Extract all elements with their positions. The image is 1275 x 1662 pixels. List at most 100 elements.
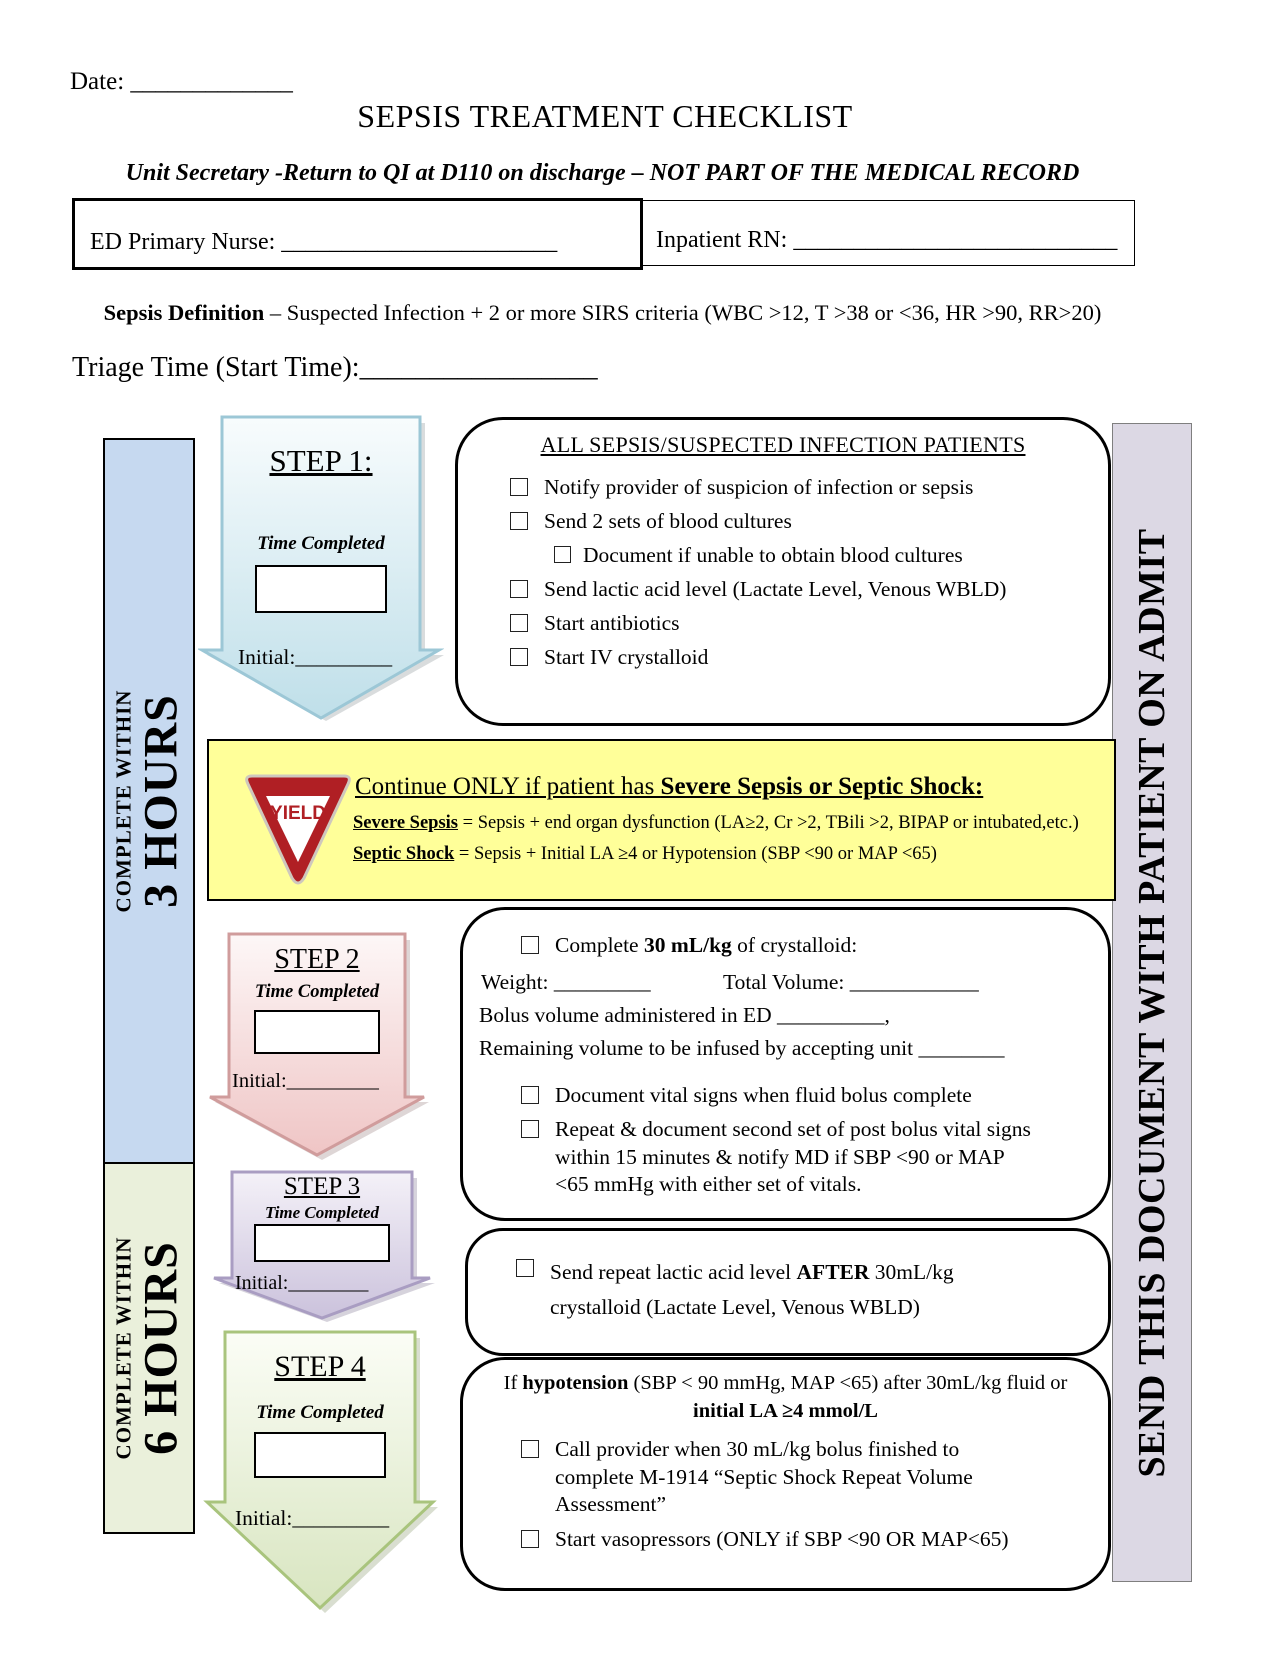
- hypotension-header-line2: initial LA ≥4 mmol/L: [693, 1400, 878, 1422]
- step3-initial-blank[interactable]: ________: [288, 1272, 369, 1294]
- inpatient-rn-cell: Inpatient RN: __________________________…: [640, 200, 1135, 266]
- checklist-item: Send repeat lactic acid level AFTER 30mL…: [550, 1260, 954, 1319]
- step2-title: STEP 2: [274, 944, 360, 975]
- yield-sign-icon: YIELD: [245, 774, 351, 885]
- severe-sepsis-term: Severe Sepsis: [353, 813, 459, 833]
- ed-primary-nurse-label: ED Primary Nurse:: [90, 229, 276, 255]
- checkbox[interactable]: [521, 1120, 539, 1138]
- remaining-volume-line: Remaining volume to be infused by accept…: [479, 1036, 1004, 1061]
- sidebar-3-hours-big-label: 3 HOURS: [134, 694, 188, 908]
- step4-time-input-box[interactable]: [254, 1432, 386, 1478]
- step1-time-completed-label: Time Completed: [257, 533, 385, 554]
- checklist-item: Start IV crystalloid: [544, 645, 709, 669]
- checklist-item: Repeat & document second set of post bol…: [555, 1117, 1031, 1196]
- step3-initial-label: Initial:: [235, 1272, 289, 1294]
- step4-arrow: STEP 4 Time Completed Initial:_________: [200, 1330, 440, 1615]
- repeat-lactate-box: Send repeat lactic acid level AFTER 30mL…: [465, 1228, 1111, 1356]
- total-volume-blank[interactable]: ____________: [849, 970, 979, 994]
- severe-sepsis-rest: = Sepsis + end organ dysfunction (LA≥2, …: [458, 813, 1079, 833]
- checkbox[interactable]: [510, 648, 528, 666]
- septic-shock-term: Septic Shock: [353, 844, 455, 864]
- routing-instruction: Unit Secretary -Return to QI at D110 on …: [125, 160, 1080, 186]
- sidebar-6-hours: COMPLETE WITHIN 6 HOURS: [103, 1162, 195, 1534]
- yield-heading-pre: Continue ONLY if patient has: [355, 773, 661, 800]
- checkbox[interactable]: [521, 936, 539, 954]
- sidebar-3-hours-small-label: COMPLETE WITHIN: [111, 689, 136, 913]
- hypotension-header-line1: If hypotension (SBP < 90 mmHg, MAP <65) …: [503, 1372, 1068, 1394]
- step1-arrow: STEP 1: Time Completed Initial:_________: [198, 415, 444, 723]
- checkbox[interactable]: [521, 1530, 539, 1548]
- inpatient-rn-blank[interactable]: ___________________________: [793, 227, 1118, 253]
- step2-initial-label: Initial:: [232, 1070, 287, 1092]
- weight-label: Weight:: [481, 970, 549, 994]
- checkbox[interactable]: [554, 546, 571, 563]
- checkbox[interactable]: [521, 1086, 539, 1104]
- sidebar-send-on-admit: SEND THIS DOCUMENT WITH PATIENT ON ADMIT: [1112, 423, 1192, 1582]
- checklist-item: Call provider when 30 mL/kg bolus finish…: [555, 1437, 973, 1516]
- checkbox[interactable]: [516, 1259, 534, 1277]
- checkbox[interactable]: [521, 1440, 539, 1458]
- yield-heading-bold: Severe Sepsis or Septic Shock: [660, 773, 975, 800]
- step3-title: STEP 3: [283, 1173, 361, 1200]
- bolus-volume-line: Bolus volume administered in ED ________…: [479, 1003, 890, 1027]
- hypotension-box: If hypotension (SBP < 90 mmHg, MAP <65) …: [460, 1357, 1111, 1591]
- step1-time-input-box[interactable]: [255, 565, 387, 613]
- checkbox[interactable]: [510, 478, 528, 496]
- step3-time-input-box[interactable]: [254, 1224, 390, 1262]
- ed-primary-nurse-blank[interactable]: _______________________: [281, 229, 558, 255]
- checklist-item: Document vital signs when fluid bolus co…: [555, 1083, 972, 1107]
- step1-initial-label: Initial:: [238, 645, 296, 669]
- yield-heading-colon: :: [974, 773, 984, 800]
- sepsis-definition-text: – Suspected Infection + 2 or more SIRS c…: [264, 300, 1102, 325]
- checklist-item: Start antibiotics: [544, 611, 680, 635]
- step2-time-input-box[interactable]: [254, 1010, 380, 1054]
- inpatient-rn-label: Inpatient RN:: [656, 227, 788, 253]
- triage-time-blank[interactable]: _________________: [359, 352, 598, 383]
- checkbox[interactable]: [510, 614, 528, 632]
- triage-time-line: Triage Time (Start Time):_______________…: [72, 352, 598, 384]
- checklist-item: Send lactic acid level (Lactate Level, V…: [544, 577, 1007, 601]
- remaining-volume-blank[interactable]: ________: [918, 1036, 1005, 1060]
- send-on-admit-label: SEND THIS DOCUMENT WITH PATIENT ON ADMIT: [1131, 527, 1173, 1478]
- sidebar-6-hours-big-label: 6 HOURS: [134, 1241, 188, 1455]
- step2-initial-blank[interactable]: _________: [286, 1070, 379, 1092]
- all-sepsis-patients-box: ALL SEPSIS/SUSPECTED INFECTION PATIENTS …: [455, 417, 1111, 726]
- yield-sign-text: YIELD: [270, 803, 326, 824]
- triage-time-label: Triage Time (Start Time):: [72, 352, 360, 383]
- checklist-item: Send 2 sets of blood cultures: [544, 509, 792, 533]
- septic-shock-rest: = Sepsis + Initial LA ≥4 or Hypotension …: [454, 844, 937, 864]
- remaining-volume-label: Remaining volume to be infused by accept…: [479, 1036, 919, 1060]
- checkbox[interactable]: [510, 512, 528, 530]
- step4-title: STEP 4: [274, 1350, 366, 1383]
- checklist-subitem: Document if unable to obtain blood cultu…: [583, 543, 963, 567]
- sidebar-6-hours-small-label: COMPLETE WITHIN: [111, 1236, 136, 1460]
- crystalloid-bolus-box: Complete 30 mL/kg of crystalloid: Weight…: [460, 907, 1111, 1221]
- box1-title: ALL SEPSIS/SUSPECTED INFECTION PATIENTS: [540, 432, 1026, 457]
- step1-title: STEP 1:: [269, 443, 373, 478]
- sepsis-definition: Sepsis Definition – Suspected Infection …: [0, 300, 1205, 326]
- step4-initial-blank[interactable]: _________: [292, 1506, 390, 1530]
- step3-arrow: STEP 3 Time Completed Initial:________: [207, 1170, 437, 1322]
- step4-time-completed-label: Time Completed: [256, 1402, 384, 1423]
- step2-arrow: STEP 2 Time Completed Initial:_________: [202, 932, 432, 1162]
- checklist-item: Notify provider of suspicion of infectio…: [544, 475, 974, 499]
- severe-sepsis-callout: YIELD Continue ONLY if patient has Sever…: [207, 739, 1116, 901]
- severe-sepsis-definition: Severe Sepsis = Sepsis + end organ dysfu…: [353, 813, 1079, 834]
- step3-time-completed-label: Time Completed: [264, 1203, 380, 1222]
- bolus-volume-label: Bolus volume administered in ED: [479, 1003, 777, 1027]
- bolus-volume-blank[interactable]: __________: [776, 1003, 885, 1027]
- date-label: Date:: [70, 68, 125, 95]
- page-title: SEPSIS TREATMENT CHECKLIST: [357, 98, 853, 134]
- checkbox[interactable]: [510, 580, 528, 598]
- date-line: Date: _____________: [70, 68, 293, 96]
- sepsis-definition-term: Sepsis Definition: [103, 300, 265, 325]
- step2-time-completed-label: Time Completed: [254, 982, 380, 1002]
- step1-initial-blank[interactable]: _________: [295, 645, 393, 669]
- checklist-item: Complete 30 mL/kg of crystalloid:: [555, 933, 858, 957]
- weight-volume-line: Weight: _________ Total Volume: ________…: [481, 970, 979, 995]
- step4-initial-label: Initial:: [235, 1506, 293, 1530]
- weight-blank[interactable]: _________: [553, 970, 651, 994]
- date-blank[interactable]: _____________: [130, 68, 293, 95]
- sidebar-3-hours: COMPLETE WITHIN 3 HOURS: [103, 438, 195, 1164]
